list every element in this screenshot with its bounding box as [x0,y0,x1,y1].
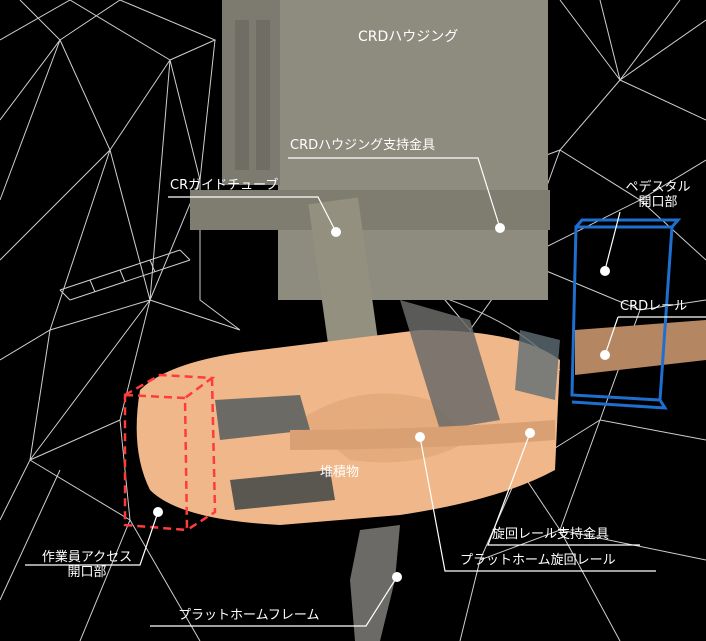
leader-lines [25,157,706,627]
crd-rail-shape [575,320,706,375]
label-platform-swivel-rail: プラットホーム旋回レール [460,553,616,568]
dot-platform-swivel-rail [415,432,425,442]
label-deposits: 堆積物 [320,465,360,480]
label-platform-frame: プラットホームフレーム [178,608,320,623]
label-pedestal-opening-line1: ペデスタル [625,180,691,195]
dot-crd-rail [600,350,610,360]
label-swivel-rail-support: 旋回レール支持金具 [492,527,610,542]
dot-worker-access [153,507,163,517]
label-worker-access-line2: 開口部 [67,565,107,580]
label-crd-housing: CRDハウジング [358,29,459,45]
label-cr-guide-tube: CRガイドチューブ [170,178,279,193]
wireframe-mesh-left [0,0,241,641]
label-crd-rail: CRDレール [620,299,688,314]
dot-cr-guide-tube [331,227,341,237]
label-pedestal-opening-line2: 開口部 [638,195,678,210]
deposit-shape [136,300,560,525]
dot-pedestal-opening [600,266,610,276]
platform-frame-shape [350,525,400,641]
label-worker-access: 作業員アクセス 開口部 [22,550,152,580]
dot-crd-housing-support [495,223,505,233]
worker-access-box [123,373,217,532]
dot-swivel-rail-support [525,428,535,438]
pedestal-opening-box [570,218,682,410]
label-worker-access-line1: 作業員アクセス [41,550,133,565]
dot-platform-frame [392,572,402,582]
label-crd-housing-support: CRDハウジング支持金具 [290,138,436,153]
label-pedestal-opening: ペデスタル 開口部 [615,180,701,210]
